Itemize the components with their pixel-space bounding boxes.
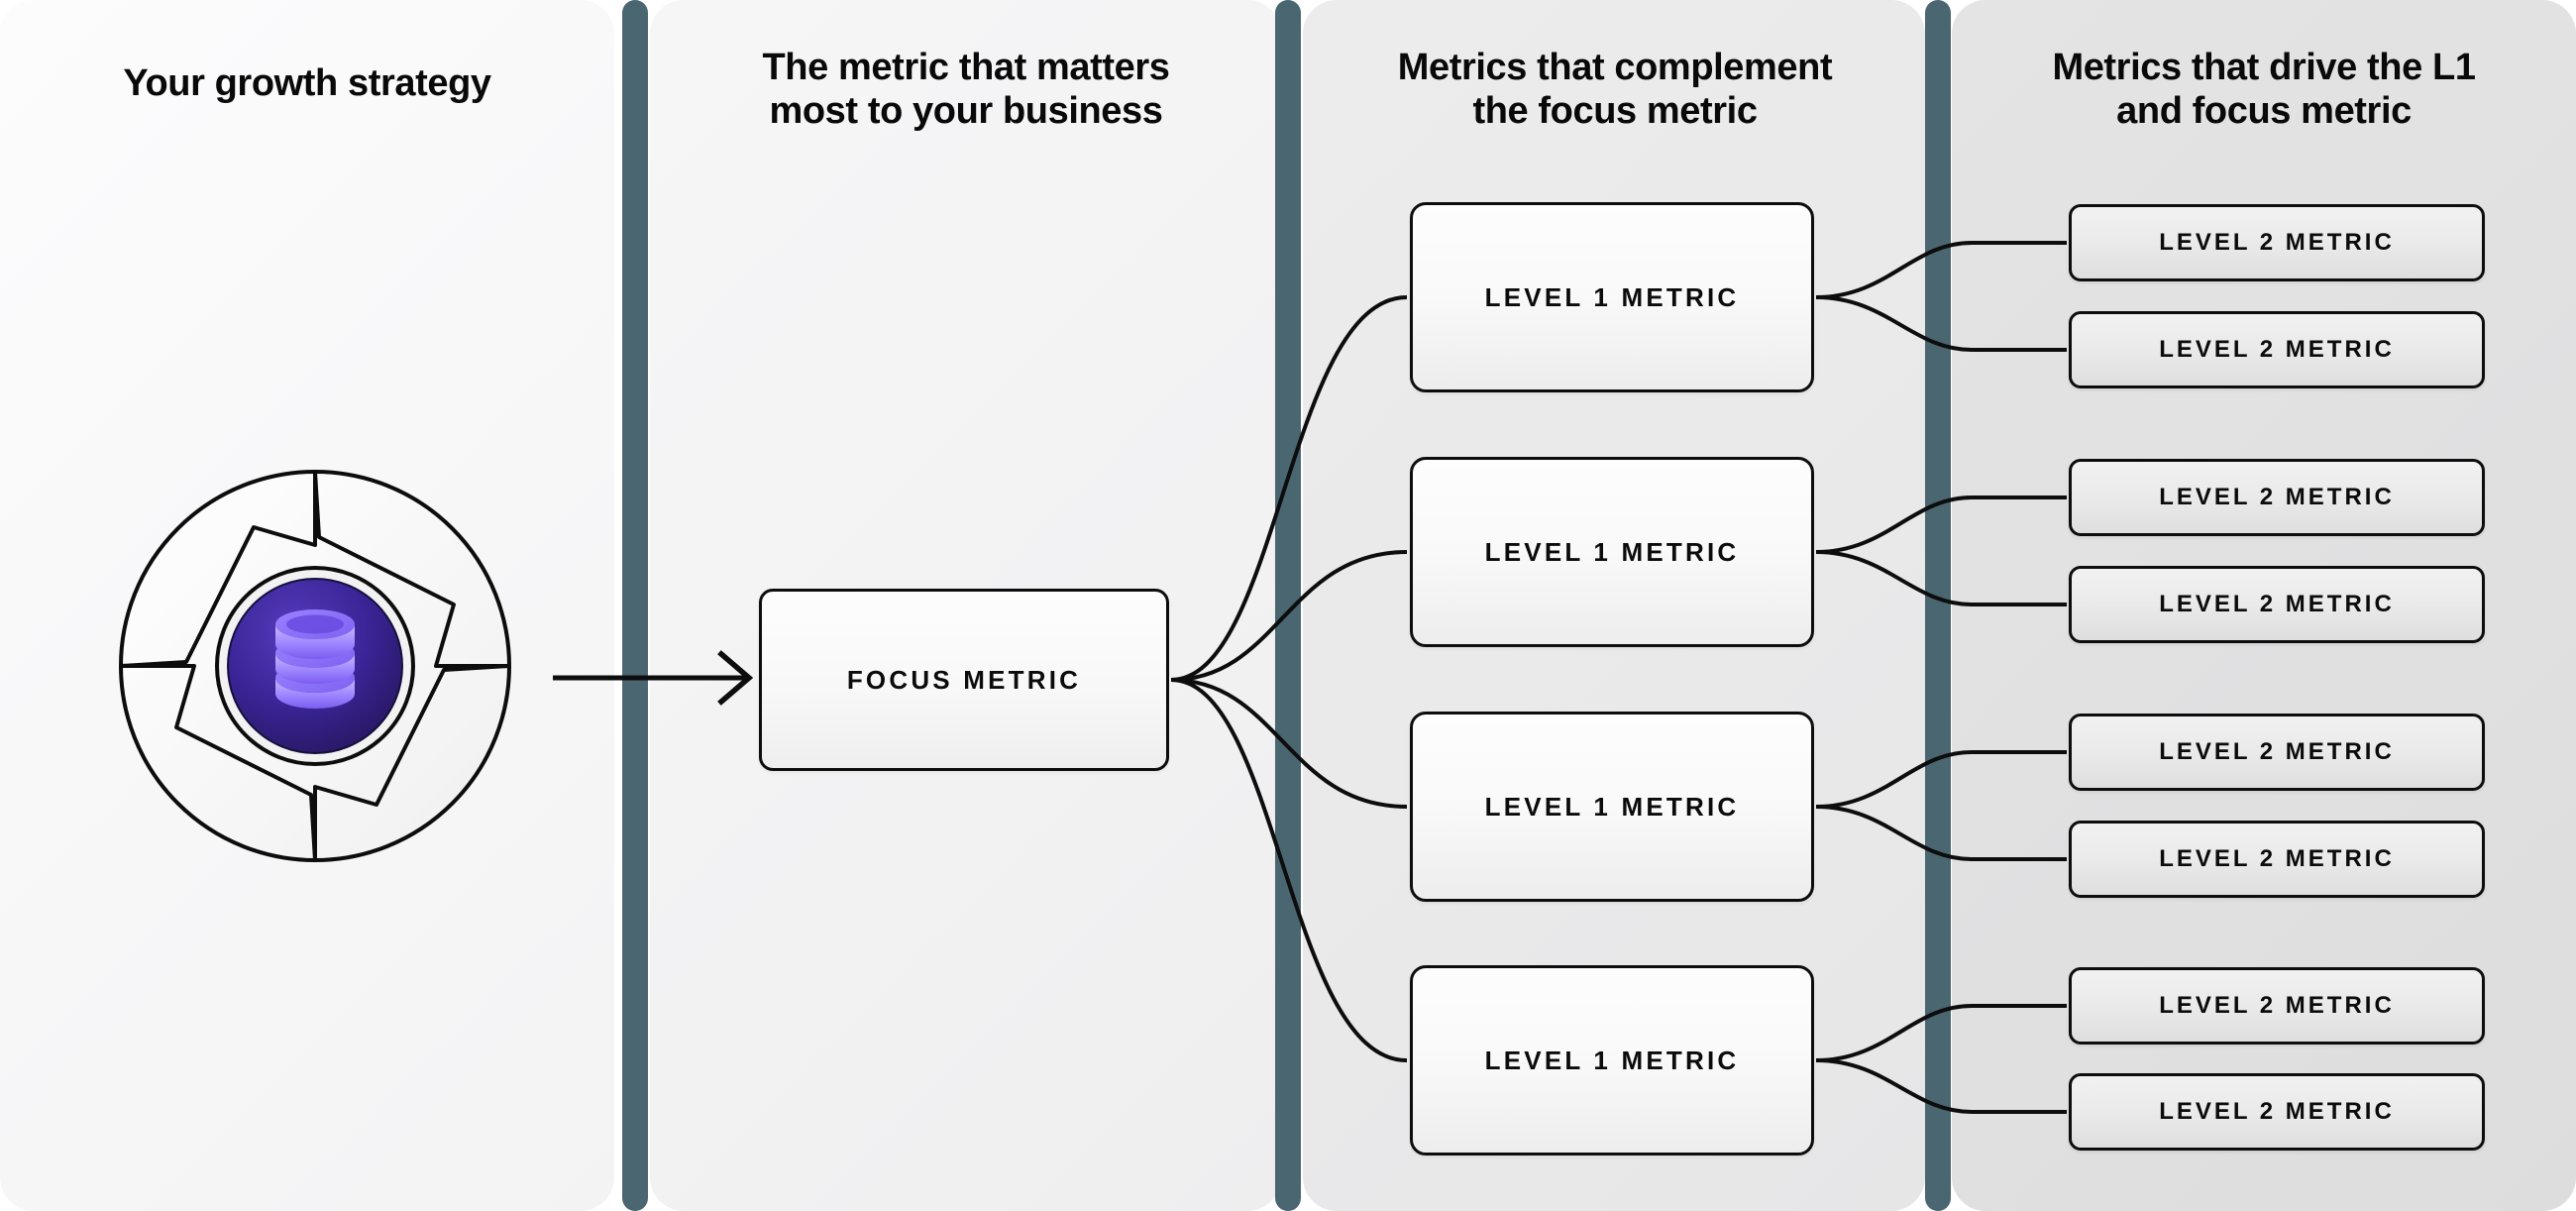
- column-title-focus: The metric that matters most to your bus…: [762, 47, 1170, 133]
- node-level2-metric-6[interactable]: LEVEL 2 METRIC: [2069, 821, 2485, 898]
- node-level2-metric-1[interactable]: LEVEL 2 METRIC: [2069, 204, 2485, 281]
- column-title-strategy: Your growth strategy: [123, 62, 491, 104]
- column-divider-2: [1275, 0, 1301, 1211]
- node-level2-metric-2[interactable]: LEVEL 2 METRIC: [2069, 311, 2485, 388]
- pinwheel-database-icon: [119, 470, 511, 862]
- node-level2-metric-4[interactable]: LEVEL 2 METRIC: [2069, 566, 2485, 643]
- column-title-level2: Metrics that drive the L1 and focus metr…: [2052, 47, 2476, 133]
- column-title-level1: Metrics that complement the focus metric: [1397, 47, 1833, 133]
- node-level1-metric-1[interactable]: LEVEL 1 METRIC: [1410, 202, 1814, 392]
- node-level2-metric-8[interactable]: LEVEL 2 METRIC: [2069, 1073, 2485, 1151]
- node-level1-metric-3[interactable]: LEVEL 1 METRIC: [1410, 712, 1814, 902]
- node-level1-metric-2[interactable]: LEVEL 1 METRIC: [1410, 457, 1814, 647]
- node-level2-metric-5[interactable]: LEVEL 2 METRIC: [2069, 714, 2485, 791]
- node-focus-metric[interactable]: FOCUS METRIC: [759, 589, 1169, 771]
- growth-strategy-logo: [77, 428, 553, 904]
- column-divider-1: [622, 0, 648, 1211]
- node-level1-metric-4[interactable]: LEVEL 1 METRIC: [1410, 965, 1814, 1156]
- node-level2-metric-3[interactable]: LEVEL 2 METRIC: [2069, 459, 2485, 536]
- column-divider-3: [1925, 0, 1951, 1211]
- node-level2-metric-7[interactable]: LEVEL 2 METRIC: [2069, 967, 2485, 1045]
- database-icon: [275, 609, 355, 709]
